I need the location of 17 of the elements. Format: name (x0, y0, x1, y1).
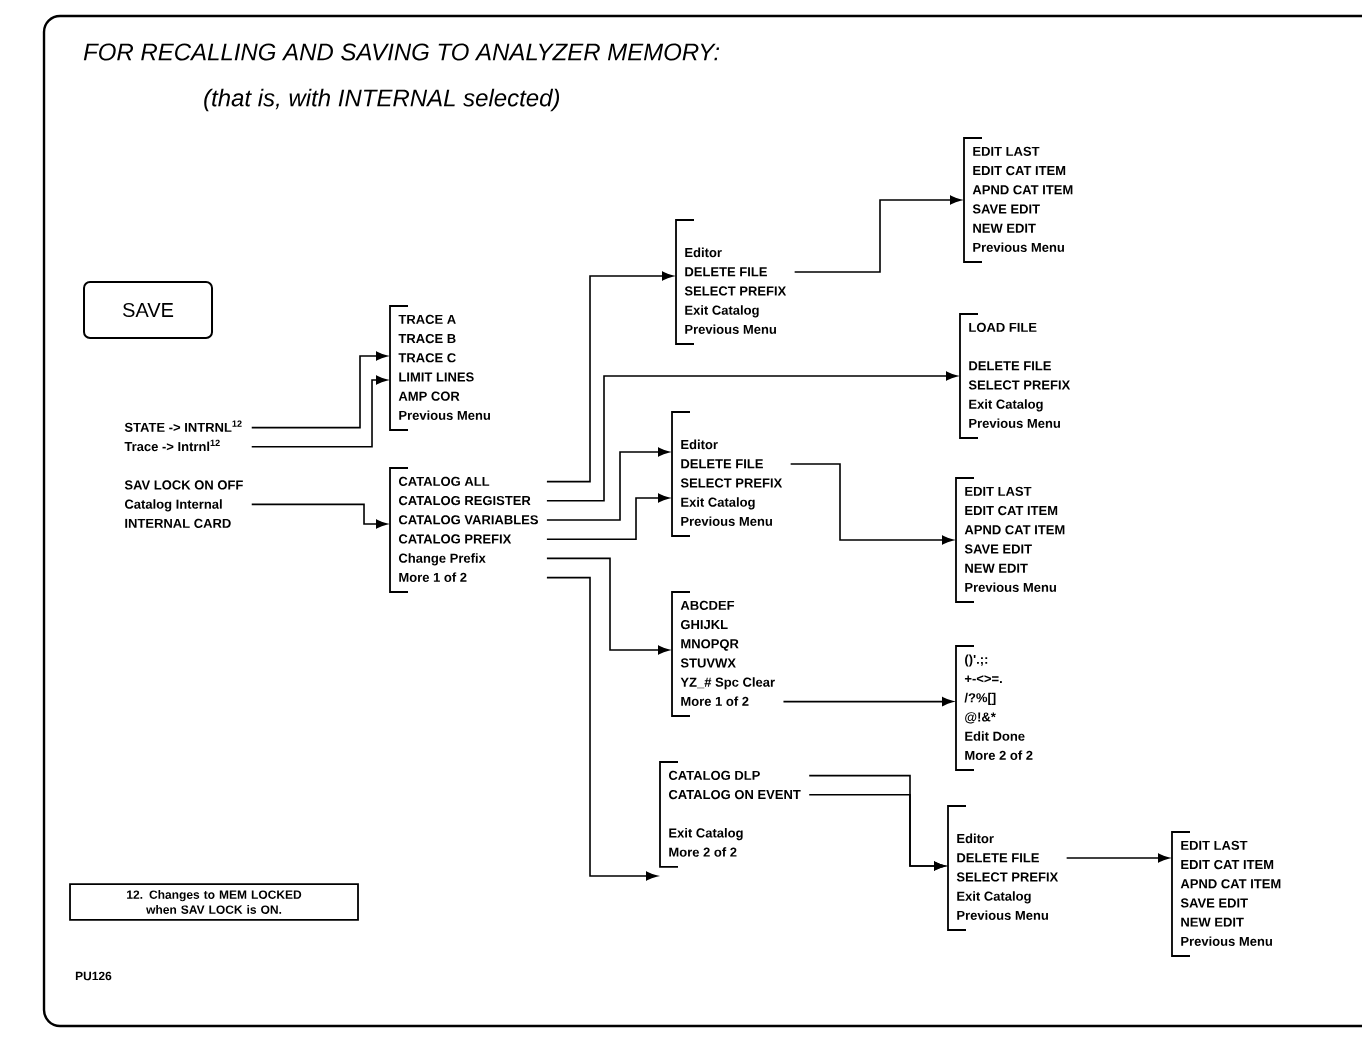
connector-arrow (782, 697, 954, 706)
connector-arrow (793, 195, 962, 273)
connector-arrow (546, 576, 658, 881)
connector-arrow (250, 503, 388, 529)
connector-arrow (546, 557, 670, 655)
key-box: SAVE (83, 281, 213, 339)
connector-arrow (250, 351, 388, 429)
connector-arrow (546, 271, 674, 483)
connector-arrow (546, 493, 670, 540)
subtitle: (that is, with INTERNAL selected) (204, 88, 560, 112)
connector-arrow (789, 463, 954, 545)
title: FOR RECALLING AND SAVING TO ANALYZER MEMORY: (83, 43, 720, 61)
connector-arrow (546, 447, 670, 521)
connector-arrow (808, 794, 946, 871)
connector-arrow (250, 375, 388, 448)
connector-arrow (546, 371, 958, 502)
connector-arrow (1065, 853, 1170, 863)
